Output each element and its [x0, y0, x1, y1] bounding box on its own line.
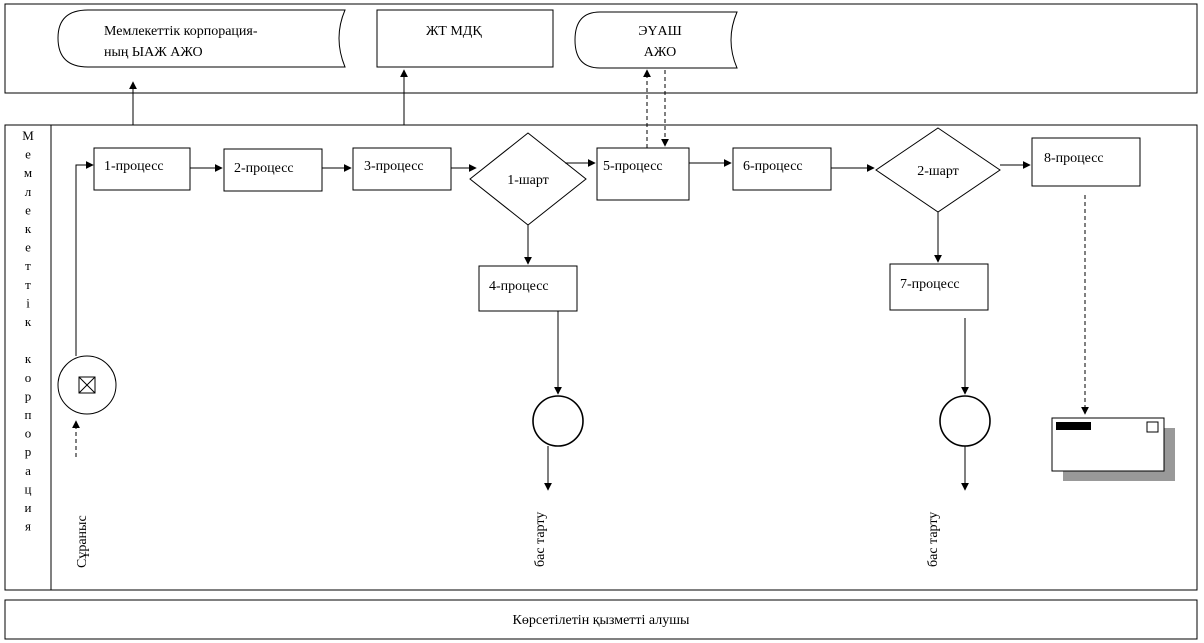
process-4-label: 4-процесс — [489, 279, 549, 294]
lane-title-char: е — [25, 147, 31, 162]
lane-title-char: я — [25, 519, 31, 534]
lane-title-char: о — [25, 426, 32, 441]
condition-1: 1-шарт — [469, 132, 587, 226]
process-6: 6-процесс — [732, 147, 832, 191]
process-8-label: 8-процесс — [1044, 151, 1104, 166]
lane-title-char: к — [25, 314, 32, 329]
lane-title-char: ц — [25, 481, 32, 496]
process-1: 1-процесс — [93, 147, 191, 191]
condition-1-label: 1-шарт — [507, 173, 549, 188]
lane-title-char: р — [25, 444, 32, 459]
start-event — [57, 355, 117, 415]
condition-2: 2-шарт — [875, 127, 1001, 213]
system-1-line2: ның ЫАЖ АЖО — [104, 45, 203, 60]
lane-title-char: е — [25, 202, 31, 217]
lane-title-char: і — [26, 295, 30, 310]
lane-title-char: р — [25, 388, 32, 403]
process-5: 5-процесс — [596, 147, 690, 201]
system-1-line1: Мемлекеттік корпорация- — [104, 24, 258, 39]
condition-2-label: 2-шарт — [917, 164, 959, 179]
process-4: 4-процесс — [478, 265, 578, 312]
process-1-label: 1-процесс — [104, 159, 164, 174]
lane-title-char: а — [25, 463, 31, 478]
lane-title-char: т — [25, 277, 31, 292]
system-2-label: ЖТ МДҚ — [426, 24, 482, 39]
start-label: Сұраныс — [75, 515, 90, 568]
system-shape-1: Мемлекеттік корпорация- ның ЫАЖ АЖО — [57, 9, 346, 68]
systems-lane — [4, 3, 1198, 94]
system-3-line2: АЖО — [644, 45, 676, 60]
system-shape-3: ЭҮАШ АЖО — [574, 11, 738, 69]
start-connector — [75, 161, 94, 356]
system-3-line1: ЭҮАШ — [638, 24, 682, 39]
refusal-label-2: бас тарту — [926, 512, 941, 567]
end-event-1 — [532, 395, 584, 447]
process-2: 2-процесс — [223, 148, 323, 192]
process-3-label: 3-процесс — [364, 159, 424, 174]
output-document — [1051, 417, 1175, 481]
lane-title-char: м — [24, 165, 32, 180]
process-8: 8-процесс — [1031, 137, 1141, 187]
process-5-label: 5-процесс — [603, 159, 663, 174]
lane-title-char: к — [25, 221, 32, 236]
refusal-label-1: бас тарту — [533, 512, 548, 567]
corporation-lane — [4, 124, 1198, 591]
process-6-label: 6-процесс — [743, 159, 803, 174]
lane-title-char: о — [25, 370, 32, 385]
lane-title-char: л — [25, 184, 32, 199]
lane-title-char: т — [25, 258, 31, 273]
lane-title-char: п — [25, 407, 32, 422]
lane-title-char: е — [25, 240, 31, 255]
process-3: 3-процесс — [352, 147, 452, 191]
lane-title-char: М — [22, 128, 34, 143]
lane-title-char: к — [25, 351, 32, 366]
lane-title-char: и — [25, 500, 32, 515]
receiver-lane-label: Көрсетілетін қызметті алушы — [513, 613, 690, 628]
process-7: 7-процесс — [889, 263, 989, 311]
end-event-2 — [939, 395, 991, 447]
process-7-label: 7-процесс — [900, 277, 960, 292]
system-shape-2: ЖТ МДҚ — [376, 9, 554, 68]
process-2-label: 2-процесс — [234, 161, 294, 176]
receiver-lane — [4, 599, 1198, 640]
